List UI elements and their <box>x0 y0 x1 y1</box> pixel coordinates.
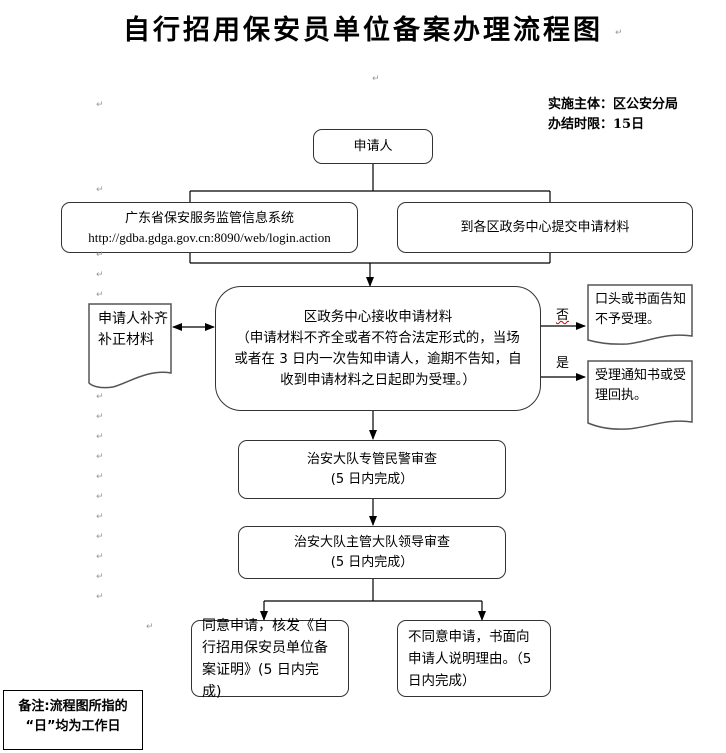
document-shape-icon <box>88 303 172 389</box>
online-system-url[interactable]: http://gdba.gdga.gov.cn:8090/web/login.a… <box>88 229 331 245</box>
deny-label: 不同意申请，书面向申请人说明理由。（5 日内完成） <box>408 628 532 689</box>
footnote-line2: “日”均为工作日 <box>25 719 121 734</box>
time-limit-label: 办结时限： <box>548 117 614 132</box>
paragraph-mark-icon: ↵ <box>96 472 104 482</box>
accept-label: 受理通知书或受理回执。 <box>595 368 687 403</box>
paragraph-mark-icon: ↵ <box>96 592 104 602</box>
officer-review-time: (5 日内完成） <box>330 471 414 487</box>
paragraph-mark-icon: ↵ <box>96 492 104 502</box>
document-shape-icon <box>587 360 693 430</box>
paragraph-mark-icon: ↵ <box>96 532 104 542</box>
node-submit-offline: 到各区政务中心提交申请材料 <box>397 202 693 253</box>
paragraph-mark-icon: ↵ <box>372 74 380 84</box>
receive-title: 区政务中心接收申请材料 <box>303 308 453 325</box>
node-receive: 区政务中心接收申请材料 （申请材料不齐全或者不符合法定形式的，当场或者在 3 日… <box>215 286 541 411</box>
node-applicant: 申请人 <box>313 129 433 164</box>
edge-label-no: 否 <box>556 308 570 323</box>
page-title: 自行招用保安员单位备案办理流程图 <box>123 15 603 46</box>
submit-offline-label: 到各区政务中心提交申请材料 <box>460 219 630 235</box>
node-officer-review: 治安大队专管民警审查 (5 日内完成） <box>238 440 506 499</box>
supplement-label: 申请人补齐补正材料 <box>98 311 168 348</box>
approve-label: 同意申请，核发《自行招用保安员单位备案证明》(5 日内完成) <box>202 617 328 700</box>
receive-detail: （申请材料不齐全或者不符合法定形式的，当场或者在 3 日内一次告知申请人，逾期不… <box>234 329 522 388</box>
paragraph-mark-icon: ↵ <box>96 185 104 195</box>
node-approve: 同意申请，核发《自行招用保安员单位备案证明》(5 日内完成) <box>191 618 349 700</box>
document-shape-icon <box>587 284 693 345</box>
node-applicant-label: 申请人 <box>353 138 393 154</box>
paragraph-mark-icon: ↵ <box>96 100 104 110</box>
implementer-value: 区公安分局 <box>613 97 679 112</box>
footnote: 备注:流程图所指的 “日”均为工作日 <box>3 690 143 750</box>
paragraph-mark-icon: ↵ <box>96 270 104 280</box>
officer-review-title: 治安大队专管民警审查 <box>306 451 437 467</box>
node-leader-review: 治安大队主管大队领导审查 (5 日内完成） <box>238 526 506 579</box>
leader-review-title: 治安大队主管大队领导审查 <box>293 534 450 550</box>
edge-label-yes: 是 <box>556 356 570 371</box>
paragraph-mark-icon: ↵ <box>96 250 104 260</box>
paragraph-mark-icon: ↵ <box>96 512 104 522</box>
paragraph-mark-icon: ↵ <box>96 392 104 402</box>
reject-label: 口头或书面告知不予受理。 <box>595 292 687 327</box>
footnote-line1: 备注:流程图所指的 <box>18 699 128 714</box>
paragraph-mark-icon: ↵ <box>96 290 104 300</box>
node-accept: 受理通知书或受理回执。 <box>587 360 693 430</box>
node-online-system: 广东省保安服务监管信息系统 http://gdba.gdga.gov.cn:80… <box>61 202 358 253</box>
node-reject: 口头或书面告知不予受理。 <box>587 284 693 345</box>
paragraph-mark-icon: ↵ <box>615 28 623 38</box>
paragraph-mark-icon: ↵ <box>96 452 104 462</box>
node-deny: 不同意申请，书面向申请人说明理由。（5 日内完成） <box>397 620 551 697</box>
online-system-name: 广东省保安服务监管信息系统 <box>124 210 294 226</box>
paragraph-mark-icon: ↵ <box>96 552 104 562</box>
meta-info: 实施主体：区公安分局 办结时限：15日 <box>548 95 678 135</box>
paragraph-mark-icon: ↵ <box>146 622 154 632</box>
paragraph-mark-icon: ↵ <box>96 432 104 442</box>
paragraph-mark-icon: ↵ <box>96 572 104 582</box>
implementer: 实施主体：区公安分局 <box>548 95 678 115</box>
time-limit: 办结时限：15日 <box>548 115 678 135</box>
implementer-label: 实施主体： <box>548 97 614 112</box>
leader-review-time: (5 日内完成） <box>330 554 414 570</box>
time-limit-value: 15日 <box>613 117 645 132</box>
paragraph-mark-icon: ↵ <box>96 412 104 422</box>
node-supplement: 申请人补齐补正材料 <box>88 303 172 389</box>
